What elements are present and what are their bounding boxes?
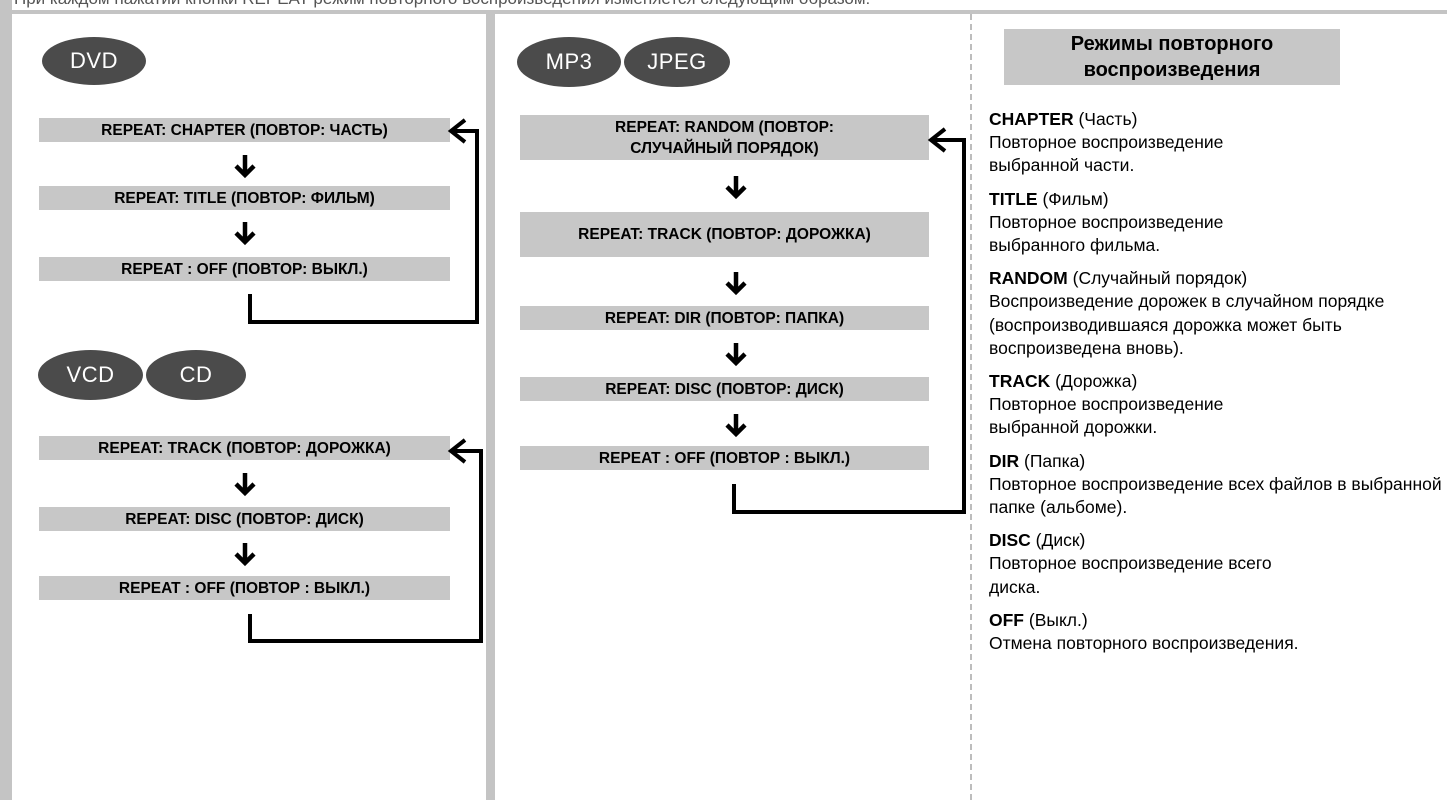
mp3-badge: MP3	[517, 37, 621, 87]
mode-name: (Диск)	[1030, 530, 1086, 551]
mp3-step-disc: REPEAT: DISC (ПОВТОР: ДИСК)	[520, 377, 929, 401]
mode-desc: Повторное воспроизведение всего диска.	[989, 553, 1272, 597]
mp3-step-random: REPEAT: RANDOM (ПОВТОР: СЛУЧАЙНЫЙ ПОРЯДО…	[520, 115, 929, 160]
mode-key: OFF	[989, 609, 1024, 630]
mode-desc: Воспроизведение дорожек в случайном поря…	[989, 291, 1385, 358]
mode-item-dir: DIR (Папка) Повторное воспроизведение вс…	[989, 450, 1444, 520]
modes-heading-line1: Режимы повторного	[1070, 33, 1274, 55]
mode-item-track: TRACK (Дорожка) Повторное воспроизведени…	[989, 370, 1444, 440]
dvd-step-off: REPEAT : OFF (ПОВТОР: ВЫКЛ.)	[39, 257, 450, 281]
mode-item-disc: DISC (Диск) Повторное воспроизведение вс…	[989, 529, 1444, 599]
modes-list: CHAPTER (Часть) Повторное воспроизведени…	[989, 108, 1444, 665]
dvd-step-title: REPEAT: TITLE (ПОВТОР: ФИЛЬМ)	[39, 186, 450, 210]
left-frame-border	[0, 0, 12, 800]
mode-key: DIR	[989, 450, 1020, 471]
mode-key: TITLE	[989, 188, 1038, 209]
mode-name: (Дорожка)	[1050, 371, 1138, 392]
jpeg-badge: JPEG	[624, 37, 730, 87]
mode-desc: Повторное воспроизведение всех файлов в …	[989, 473, 1442, 518]
modes-heading-line2: воспроизведения	[1083, 59, 1261, 81]
mode-item-random: RANDOM (Случайный порядок) Воспроизведен…	[989, 267, 1444, 360]
mode-name: (Случайный порядок)	[1067, 268, 1248, 289]
column-divider	[486, 12, 495, 800]
vcd-step-disc: REPEAT: DISC (ПОВТОР: ДИСК)	[39, 507, 450, 531]
cd-badge: CD	[146, 350, 246, 400]
mp3-step-off: REPEAT : OFF (ПОВТОР : ВЫКЛ.)	[520, 446, 929, 470]
mode-name: (Фильм)	[1037, 188, 1109, 209]
mode-name: (Папка)	[1019, 450, 1086, 471]
mp3-step-track: REPEAT: TRACK (ПОВТОР: ДОРОЖКА)	[520, 212, 929, 257]
mode-key: RANDOM	[989, 268, 1068, 289]
dashed-divider	[970, 14, 972, 800]
down-arrow-icon	[725, 343, 747, 367]
mode-key: CHAPTER	[989, 109, 1074, 129]
mode-desc: Повторное воспроизведение выбранной част…	[989, 132, 1224, 176]
mode-desc: Повторное воспроизведение выбранной доро…	[989, 394, 1224, 438]
mode-item-off: OFF (Выкл.) Отмена повторного воспроизве…	[989, 609, 1444, 655]
down-arrow-icon	[725, 176, 747, 200]
down-arrow-icon	[234, 473, 256, 497]
vcd-step-off: REPEAT : OFF (ПОВТОР : ВЫКЛ.)	[39, 576, 450, 600]
mode-name: (Выкл.)	[1024, 609, 1088, 630]
dvd-badge: DVD	[42, 37, 146, 85]
down-arrow-icon	[234, 155, 256, 179]
dvd-step-chapter: REPEAT: CHAPTER (ПОВТОР: ЧАСТЬ)	[39, 118, 450, 142]
mode-desc: Отмена повторного воспроизведения.	[989, 633, 1299, 654]
top-frame-border	[0, 10, 1447, 14]
mode-name: (Часть)	[1073, 109, 1138, 129]
mode-desc: Повторное воспроизведение выбранного фил…	[989, 211, 1224, 256]
header-fragment: При каждом нажатии кнопки REPEAT режим п…	[14, 0, 870, 9]
mode-key: DISC	[989, 530, 1031, 551]
mp3-step-dir: REPEAT: DIR (ПОВТОР: ПАПКА)	[520, 306, 929, 330]
down-arrow-icon	[234, 543, 256, 567]
mode-item-chapter: CHAPTER (Часть) Повторное воспроизведени…	[989, 108, 1444, 178]
down-arrow-icon	[234, 222, 256, 246]
mode-item-title: TITLE (Фильм) Повторное воспроизведение …	[989, 188, 1444, 258]
vcd-badge: VCD	[38, 350, 143, 400]
mp3-step-random-text: REPEAT: RANDOM (ПОВТОР: СЛУЧАЙНЫЙ ПОРЯДО…	[615, 118, 834, 157]
header-text-strip: При каждом нажатии кнопки REPEAT режим п…	[0, 0, 1447, 12]
mode-key: TRACK	[989, 371, 1051, 392]
modes-heading: Режимы повторного воспроизведения	[1004, 29, 1340, 85]
down-arrow-icon	[725, 414, 747, 438]
down-arrow-icon	[725, 272, 747, 296]
mp3-step-track-text: REPEAT: TRACK (ПОВТОР: ДОРОЖКА)	[578, 226, 871, 243]
vcd-step-track: REPEAT: TRACK (ПОВТОР: ДОРОЖКА)	[39, 436, 450, 460]
